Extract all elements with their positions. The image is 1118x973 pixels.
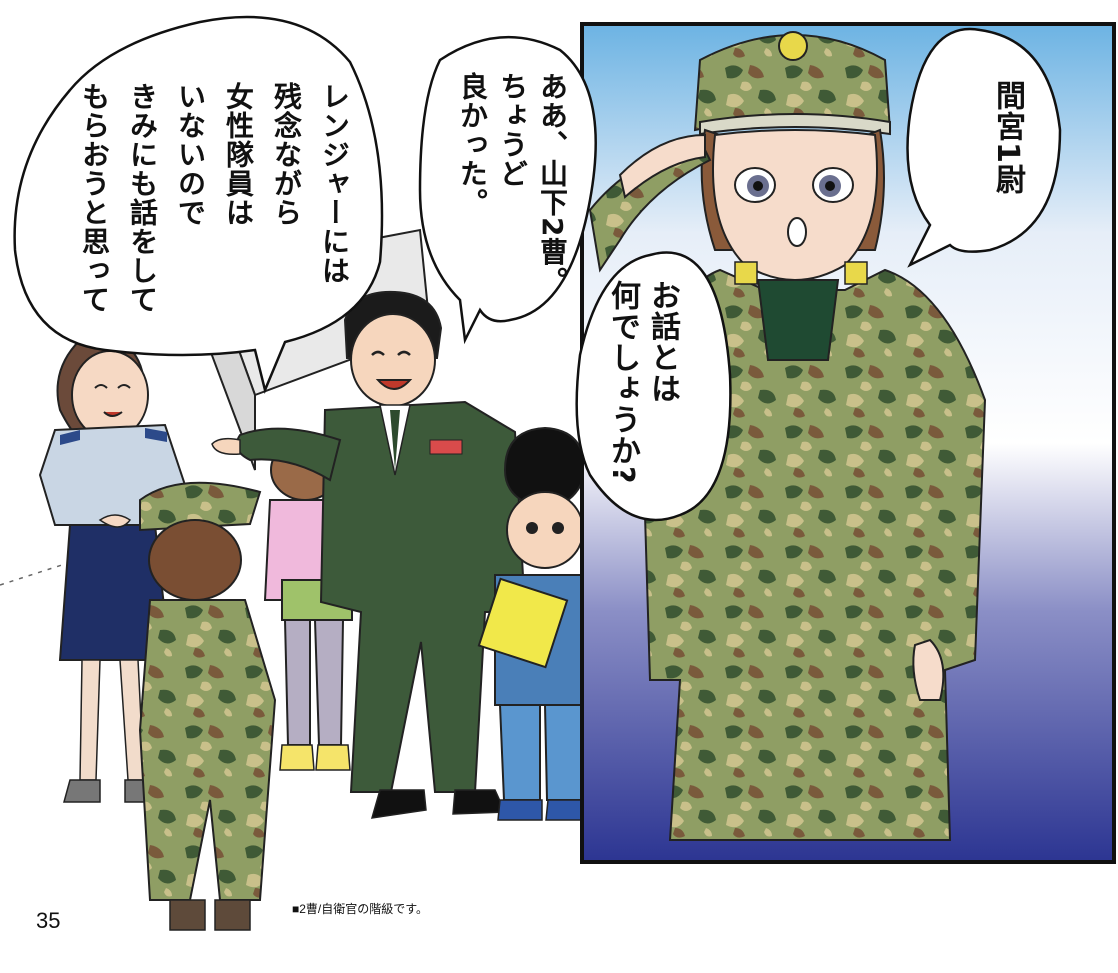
soldier-back-view-figure (138, 481, 277, 931)
speech-text-question: お話とは 何でしょうか? (605, 280, 680, 485)
footnote-caption: ■2曹/自衛官の階級です。 (292, 902, 429, 916)
boy-with-clipboard-figure (477, 426, 607, 821)
speech-text-lieutenant: 間宮1尉 (990, 80, 1025, 195)
speech-bubble-explain (13, 15, 384, 394)
speech-bubble-lieutenant (906, 27, 1062, 268)
speech-text-greeting: ああ、山下2曹。 ちょうど 良かった。 (456, 72, 569, 296)
page-number: 35 (36, 908, 61, 933)
speech-bubble-greeting (418, 35, 597, 345)
speech-bubbles (13, 15, 1062, 522)
speech-bubble-question (575, 251, 732, 522)
officer-green-uniform-figure (211, 290, 527, 819)
saluting-female-soldier-figure (588, 31, 987, 841)
speech-text-explain: レンジャーには 残念ながら 女性隊員は いないので きみにも話をして もらおうと… (78, 82, 351, 314)
